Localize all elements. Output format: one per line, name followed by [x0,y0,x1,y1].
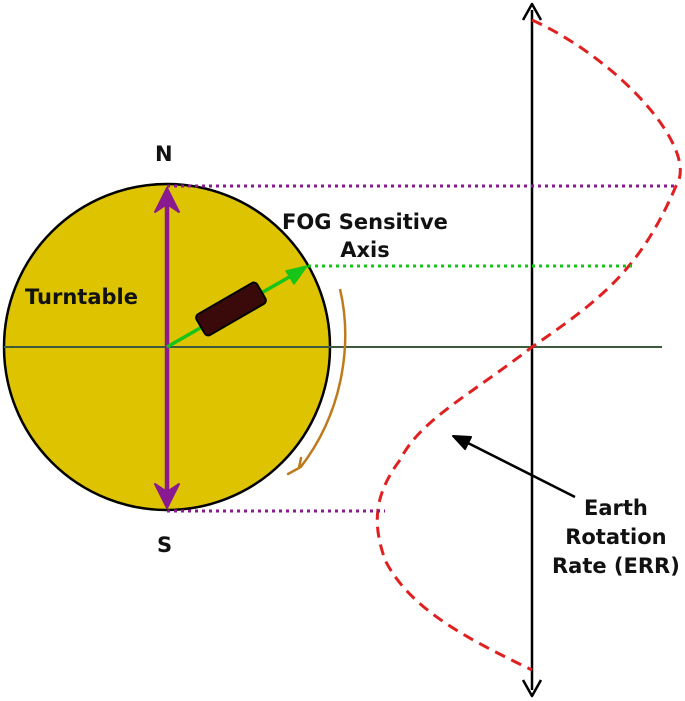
fog-sensor-block [195,281,267,337]
err-pointer-line [461,438,576,499]
rotation-direction-arc [299,288,347,469]
turntable-label: Turntable [25,285,138,309]
south-arrowhead [154,483,180,509]
err-curve [375,18,682,672]
fog-arrowhead [285,265,308,285]
earth-rotation-rate-label: Earth Rotation Rate (ERR) [552,494,680,581]
rotation-arrowhead [286,456,303,476]
north-label: N [155,142,173,166]
err-label-line-1: Earth [583,496,648,520]
south-label: S [157,533,173,557]
err-label-line-2: Rotation [565,525,667,549]
fog-sensitive-axis-label: FOG Sensitive Axis [282,208,448,264]
err-axis-top-arrowhead [521,2,543,21]
north-arrowhead [154,187,180,213]
fog-label-line-1: FOG Sensitive [282,210,448,234]
err-label-line-3: Rate (ERR) [552,554,680,578]
fog-label-line-2: Axis [340,238,390,262]
err-pointer-arrowhead [452,435,472,450]
err-axis-bottom-arrowhead [521,679,543,698]
